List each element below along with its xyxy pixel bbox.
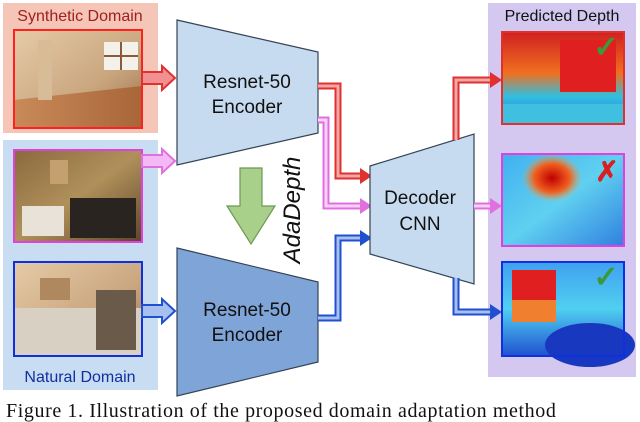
natural-room-image-bottom <box>13 261 143 357</box>
arrow-decoder-red <box>452 72 502 140</box>
adaptation-arrow <box>225 167 277 246</box>
arrow-natural-top-to-encoder <box>141 146 177 176</box>
check-icon: ✓ <box>593 261 618 294</box>
encoder-bottom <box>176 247 319 397</box>
arrow-encoder-bottom-blue <box>318 230 372 322</box>
encoder-bottom-line1: Resnet-50 <box>203 300 291 321</box>
depth-map-natural-top <box>501 153 625 247</box>
arrow-synthetic-to-encoder <box>141 63 177 93</box>
synthetic-room-image <box>13 29 143 129</box>
arrow-encoder-top-pink <box>318 116 372 214</box>
architecture-diagram: Resnet-50 Encoder Resnet-50 Encoder AdaD… <box>3 3 636 397</box>
decoder-line2: CNN <box>399 214 440 235</box>
decoder-line1: Decoder <box>384 188 456 209</box>
check-icon: ✓ <box>593 31 618 64</box>
arrow-encoder-top-red <box>318 82 372 184</box>
synthetic-domain-label: Synthetic Domain <box>17 8 142 25</box>
cross-icon: ✗ <box>595 156 618 187</box>
encoder-bottom-line2: Encoder <box>212 325 283 346</box>
decoder <box>369 133 475 285</box>
predicted-depth-label: Predicted Depth <box>505 8 620 25</box>
encoder-top-line2: Encoder <box>212 97 283 118</box>
encoder-top-line1: Resnet-50 <box>203 72 291 93</box>
encoder-top <box>176 19 319 166</box>
natural-room-image-top <box>13 149 143 243</box>
figure-caption: Figure 1. Illustration of the proposed d… <box>6 400 557 422</box>
arrow-decoder-pink <box>474 198 502 214</box>
depth-map-natural-bottom <box>501 261 635 367</box>
natural-domain-label: Natural Domain <box>24 369 135 386</box>
arrow-decoder-blue <box>452 278 502 320</box>
adadepth-label: AdaDepth <box>279 157 306 266</box>
arrow-natural-bottom-to-encoder <box>141 296 177 326</box>
depth-map-synthetic <box>501 31 625 125</box>
